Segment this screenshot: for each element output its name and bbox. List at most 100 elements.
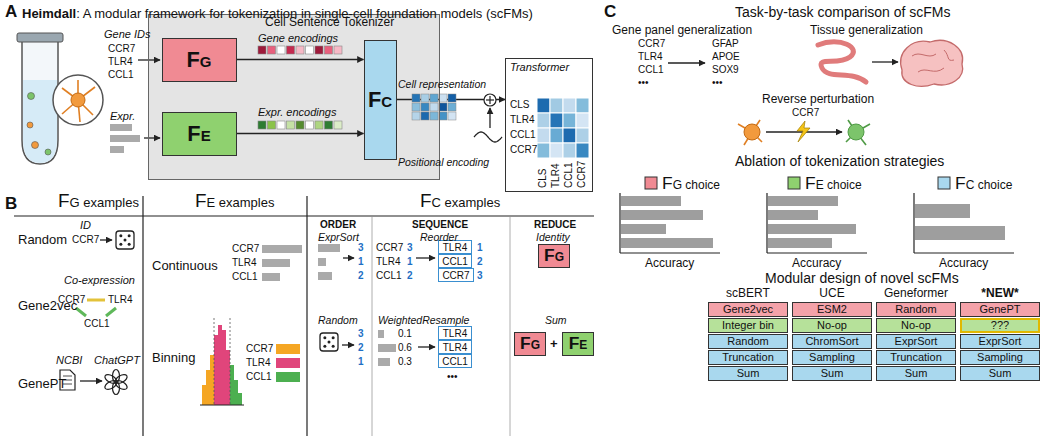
rank-number: 1 <box>358 256 364 268</box>
dice-pip <box>332 345 335 348</box>
table-cell: Sampling <box>792 350 872 365</box>
italic-label: Gene IDs <box>104 28 150 41</box>
rank-number: 3 <box>407 242 413 254</box>
italic-label: Expr. encodings <box>258 106 336 119</box>
table-cell: Random <box>708 334 788 349</box>
column-header: FE examples <box>195 190 274 213</box>
expression-encoding-cell <box>334 121 342 129</box>
brain-icon <box>901 40 963 86</box>
rank-number: 2 <box>407 270 413 282</box>
expression-encoding-cell <box>277 121 285 129</box>
dice-pip <box>119 234 122 237</box>
accuracy-bar <box>621 224 666 234</box>
expression-bar <box>262 259 290 267</box>
sum-circle <box>484 94 496 106</box>
cell-representation-cell <box>439 103 447 111</box>
chart-axis <box>767 252 867 253</box>
token-box: CCL1 <box>438 254 472 268</box>
node-text: FE <box>569 334 588 353</box>
brain-fold <box>912 50 954 72</box>
divider-line <box>306 196 307 436</box>
reduce-box: FG <box>514 332 546 356</box>
node-text: ExprSort <box>895 335 938 347</box>
histogram-axis <box>200 405 244 406</box>
rank-number: 1 <box>407 256 413 268</box>
attention-cell <box>576 128 589 143</box>
italic-label: Cell representation <box>398 78 486 91</box>
rank-number: 2 <box>358 342 364 354</box>
panel-letter: A <box>5 2 17 22</box>
arrow-line <box>343 257 354 258</box>
gene-label: CCR7 <box>792 107 819 119</box>
gene-label: CCR7 <box>576 161 588 188</box>
attention-cell <box>537 113 550 128</box>
gene-label: CCL1 <box>638 64 664 76</box>
gene-label: TLR4 <box>638 51 662 63</box>
chart-axis <box>914 252 1014 253</box>
accuracy-bar <box>915 204 970 218</box>
node-text: Transformer <box>510 61 569 73</box>
attention-cell <box>550 98 563 113</box>
arrow-line <box>668 62 705 63</box>
gene-label: GFAP <box>712 38 739 50</box>
tube-cap <box>17 33 63 42</box>
gene-label: TLR4 <box>510 114 534 126</box>
expression-encoding-cell <box>325 121 333 129</box>
expression-bar <box>110 135 140 142</box>
italic-label: ID <box>80 219 91 232</box>
bin-swatch <box>276 344 300 354</box>
accuracy-bar <box>915 226 1005 240</box>
node-text: No-op <box>901 319 931 331</box>
node-text: Random <box>895 303 937 315</box>
cell-representation-cell <box>412 103 420 111</box>
node-text: Integer bin <box>722 319 774 331</box>
gene-label: TLR4 <box>246 357 270 369</box>
bin-swatch <box>276 372 300 382</box>
gene-encoding-cell <box>268 46 276 54</box>
section-title: Modular design of novel scFMs <box>765 270 959 287</box>
italic-label: Sum <box>545 314 567 327</box>
italic-label: Positional encoding <box>398 156 489 169</box>
chart-axis <box>619 193 620 253</box>
gene-label: TLR4 <box>108 294 132 306</box>
chart-axis <box>620 252 720 253</box>
cell-representation-cell <box>448 112 456 120</box>
section-label: Accuracy <box>645 256 694 270</box>
coexpression-link <box>87 299 105 302</box>
attention-cell <box>537 128 550 143</box>
bin-edge <box>214 318 215 405</box>
node-text: Truncation <box>890 351 942 363</box>
node-text: FG <box>544 246 564 265</box>
panel-letter: B <box>5 194 17 214</box>
rank-number: 3 <box>358 242 364 254</box>
italic-label: Gene encodings <box>258 32 338 45</box>
section-label: Geneformer <box>884 286 948 300</box>
section-label: scBERT <box>726 286 770 300</box>
gene-label: CCL1 <box>376 270 402 282</box>
rank-number: 3 <box>358 328 364 340</box>
attention-cell <box>576 113 589 128</box>
divider-line <box>142 196 143 436</box>
method-name: Random <box>18 232 67 248</box>
attention-cell <box>550 113 563 128</box>
gene-label: TLR4 <box>376 256 400 268</box>
histogram-bar <box>218 325 222 405</box>
cell-representation-cell <box>430 112 438 120</box>
expression-encoding-cell <box>268 121 276 129</box>
node-text: TLR4 <box>443 242 467 253</box>
arrow-line <box>872 61 898 62</box>
bin-swatch <box>276 358 300 368</box>
dice-symbol <box>320 333 338 351</box>
token-box: CCR7 <box>438 268 474 282</box>
choice-swatch <box>788 177 800 189</box>
divider-line <box>372 217 373 436</box>
expression-encoding-cell <box>258 121 266 129</box>
attention-cell <box>550 143 563 158</box>
node-text: GenePT <box>980 303 1021 315</box>
accuracy-bar <box>621 210 703 220</box>
gene-encoding-cell <box>306 46 314 54</box>
node-text: TLR4 <box>443 328 467 339</box>
node-text: FE <box>187 122 210 146</box>
italic-label: Reorder <box>420 231 458 244</box>
rank-number: 2 <box>358 270 364 282</box>
